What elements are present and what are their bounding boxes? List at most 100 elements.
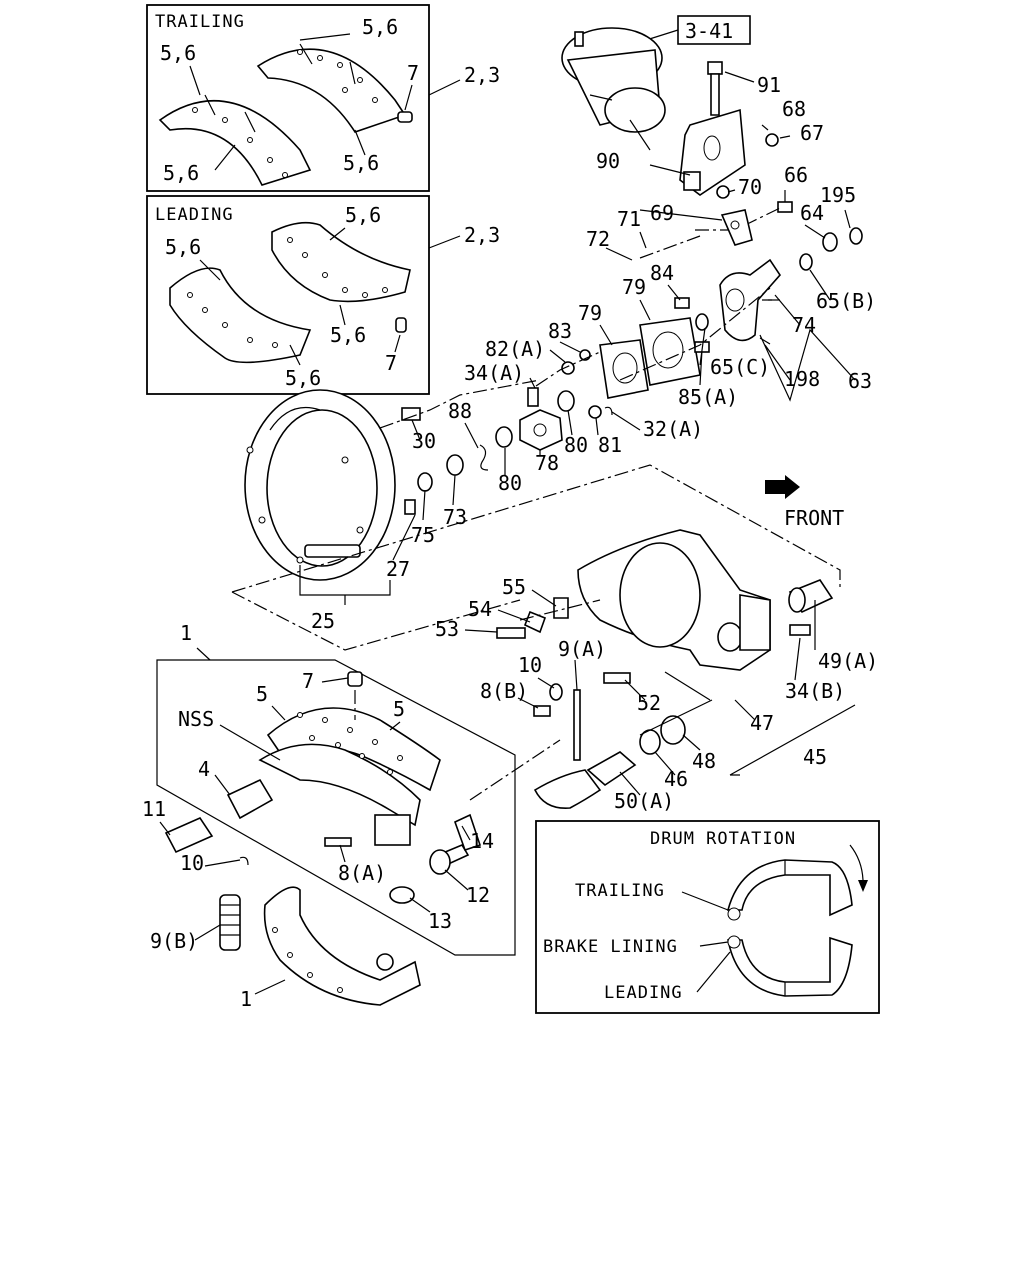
part-label: 9(B) <box>150 929 198 953</box>
part-label: 195 <box>820 183 856 207</box>
part-label: 80 <box>498 471 522 495</box>
part-label: 63 <box>848 369 872 393</box>
trailing-label-1: 5,6 <box>362 15 398 39</box>
brake-housing <box>577 529 771 671</box>
leading-label-3: 5,6 <box>330 323 366 347</box>
part-label: 5 <box>393 697 405 721</box>
part-label: 7 <box>302 669 314 693</box>
part-label: 88 <box>448 399 472 423</box>
part-label: 12 <box>466 883 490 907</box>
brake-chamber <box>561 27 666 151</box>
part-label: 1 <box>180 621 192 645</box>
part-label: 50(A) <box>614 789 674 813</box>
part-label: 80 <box>564 433 588 457</box>
shoe-assembly-box <box>156 659 516 956</box>
part-label: 10 <box>518 653 542 677</box>
part-label: 5 <box>256 682 268 706</box>
part-label: 65(C) <box>710 355 770 379</box>
leading-box-title: LEADING <box>155 205 234 225</box>
leading-callout: 2,3 <box>464 223 500 247</box>
ref-box-label: 3-41 <box>685 19 733 43</box>
part-label: 83 <box>548 319 572 343</box>
front-arrow-icon <box>765 475 800 499</box>
part-label: 47 <box>750 711 774 735</box>
legend-leading: LEADING <box>604 983 683 1003</box>
part-labels: 91 68 67 90 70 66 195 64 71 69 72 84 79 … <box>142 73 878 1011</box>
part-label: 84 <box>650 261 674 285</box>
part-label: 67 <box>800 121 824 145</box>
part-label: 82(A) <box>485 337 545 361</box>
part-label: 8(A) <box>338 861 386 885</box>
leader-lines <box>159 135 856 995</box>
part-label: 30 <box>412 429 436 453</box>
part-label: 55 <box>502 575 526 599</box>
part-label: 68 <box>782 97 806 121</box>
leading-label-2: 5,6 <box>165 235 201 259</box>
part-label: 25 <box>311 609 335 633</box>
part-label: 75 <box>411 523 435 547</box>
part-label: 34(B) <box>785 679 845 703</box>
part-label: 14 <box>470 829 494 853</box>
part-label: 27 <box>386 557 410 581</box>
part-label: 79 <box>578 301 602 325</box>
trailing-callout: 2,3 <box>464 63 500 87</box>
part-label: 32(A) <box>643 417 703 441</box>
trailing-shoe-box: TRAILING 5,6 5,6 5,6 5,6 7 <box>146 4 430 192</box>
leading-upper-lining <box>271 221 411 303</box>
trailing-box-title: TRAILING <box>155 12 245 32</box>
camshaft <box>533 751 637 809</box>
part-label: 49(A) <box>818 649 878 673</box>
slack-adjuster <box>719 258 782 342</box>
front-label: FRONT <box>784 506 844 530</box>
part-label: 79 <box>622 275 646 299</box>
part-label: 53 <box>435 617 459 641</box>
part-label: 48 <box>692 749 716 773</box>
part-label: 13 <box>428 909 452 933</box>
trailing-rivet <box>397 111 413 123</box>
leading-lower-lining <box>169 267 312 364</box>
worm-gear <box>519 387 563 451</box>
legend-brake-lining: BRAKE LINING <box>543 937 678 957</box>
part-label: 52 <box>637 691 661 715</box>
part-label: 85(A) <box>678 385 738 409</box>
part-label: 73 <box>443 505 467 529</box>
part-label: 4 <box>198 757 210 781</box>
part-label: 1 <box>240 987 252 1011</box>
leading-rivet <box>395 317 407 333</box>
part-label: 64 <box>800 201 824 225</box>
leading-label-4: 5,6 <box>285 366 321 390</box>
part-label: 45 <box>803 745 827 769</box>
part-label: 81 <box>598 433 622 457</box>
part-label: 70 <box>738 175 762 199</box>
part-label: 11 <box>142 797 166 821</box>
brake-shoe-upper <box>258 707 441 846</box>
legend-trailing: TRAILING <box>575 881 665 901</box>
trailing-label-5: 7 <box>407 61 419 85</box>
part-label: 72 <box>586 227 610 251</box>
return-spring <box>219 894 241 951</box>
leading-label-1: 5,6 <box>345 203 381 227</box>
backing-plate <box>244 389 396 581</box>
part-label: 78 <box>535 451 559 475</box>
part-label: 9(A) <box>558 637 606 661</box>
trailing-lower-lining <box>158 100 312 186</box>
legend-title: DRUM ROTATION <box>650 829 796 849</box>
leading-label-5: 7 <box>385 351 397 375</box>
trailing-upper-lining <box>256 48 407 133</box>
part-label: 34(A) <box>464 361 524 385</box>
trailing-label-3: 5,6 <box>163 161 199 185</box>
part-label: 46 <box>664 767 688 791</box>
part-label: 90 <box>596 149 620 173</box>
trailing-label-2: 5,6 <box>160 41 196 65</box>
part-label: 71 <box>617 207 641 231</box>
part-label: 91 <box>757 73 781 97</box>
part-label: NSS <box>178 707 214 731</box>
trailing-label-4: 5,6 <box>343 151 379 175</box>
part-label: 10 <box>180 851 204 875</box>
rotation-arrow-icon <box>858 880 868 892</box>
brake-shoe-lower <box>263 886 421 1006</box>
drum-rotation-legend: DRUM ROTATION TRAILING BRAKE LINING LEAD… <box>535 820 880 1014</box>
part-label: 66 <box>784 163 808 187</box>
leading-shoe-box: LEADING 5,6 5,6 5,6 5,6 7 <box>146 195 430 395</box>
